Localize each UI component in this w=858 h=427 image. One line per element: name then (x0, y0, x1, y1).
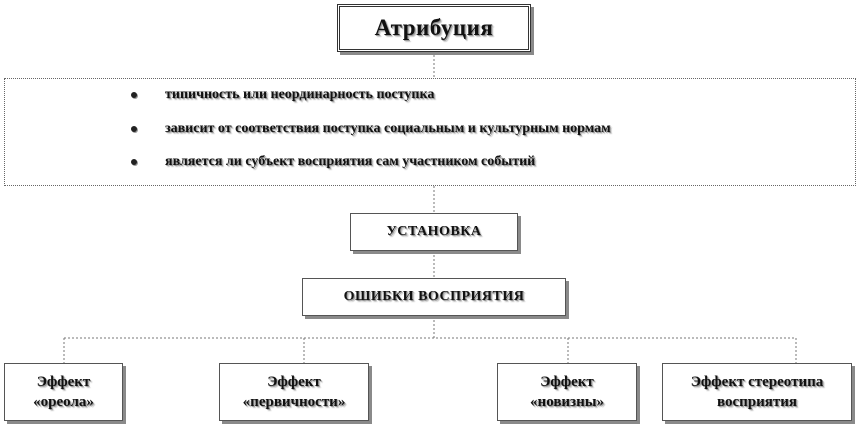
factor-text: типичность или неординарность поступка (165, 87, 435, 102)
bullet-icon (131, 126, 137, 132)
perception-errors-label: ОШИБКИ ВОСПРИЯТИЯ (343, 289, 525, 304)
attribution-title-box: Атрибуция (337, 4, 531, 52)
factor-text: зависит от соответствия поступка социаль… (165, 121, 611, 136)
effect-primacy-box: Эффект «первичности» (219, 363, 369, 421)
attribution-title: Атрибуция (374, 15, 494, 40)
factor-item: зависит от соответствия поступка социаль… (131, 121, 611, 137)
effect-line: Эффект (540, 374, 594, 390)
attribution-factors-box: типичность или неординарность поступка з… (4, 78, 856, 186)
effect-line: Эффект (267, 374, 321, 390)
effect-novelty-box: Эффект «новизны» (497, 363, 637, 421)
setup-box: УСТАНОВКА (350, 213, 518, 251)
effect-line: «новизны» (530, 394, 604, 410)
perception-errors-box: ОШИБКИ ВОСПРИЯТИЯ (302, 278, 566, 316)
effect-line: восприятия (716, 394, 798, 410)
effect-line: «первичности» (242, 394, 346, 410)
effect-line: Эффект (36, 374, 91, 390)
setup-label: УСТАНОВКА (386, 224, 482, 239)
bullet-icon (131, 92, 137, 98)
factor-item: является ли субъект восприятия сам участ… (131, 154, 535, 170)
effect-stereotype-box: Эффект стереотипа восприятия (662, 363, 852, 421)
effect-halo-box: Эффект «ореола» (4, 363, 123, 421)
bullet-icon (131, 159, 137, 165)
factor-item: типичность или неординарность поступка (131, 87, 434, 103)
effect-line: Эффект стереотипа (690, 374, 824, 390)
effect-line: «ореола» (33, 394, 94, 410)
factor-text: является ли субъект восприятия сам участ… (165, 154, 536, 169)
